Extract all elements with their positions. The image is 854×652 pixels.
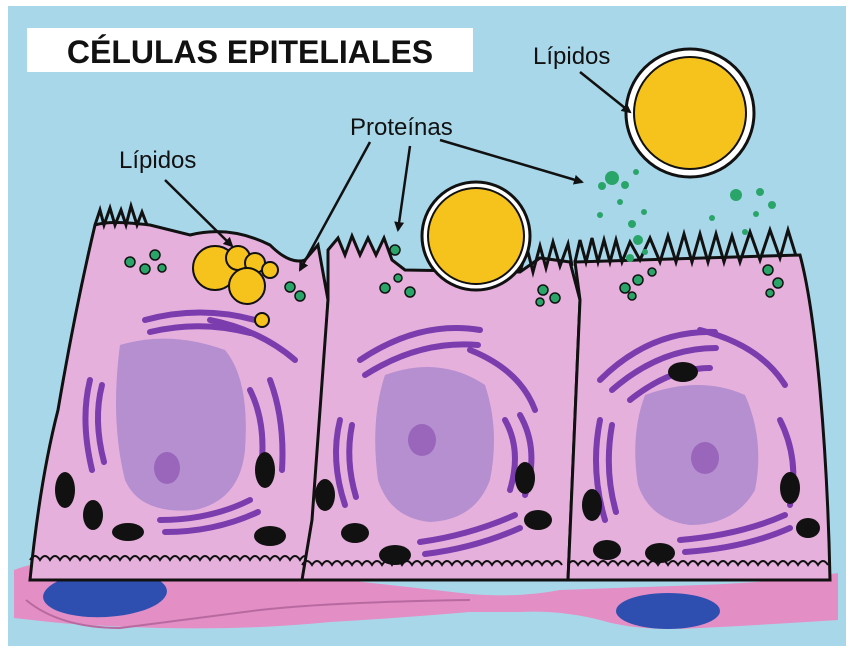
- diagram-title: CÉLULAS EPITELIALES: [67, 34, 433, 70]
- label-lipidos-right: Lípidos: [533, 43, 610, 70]
- nucleolus-left: [154, 452, 180, 484]
- secreted-lipid-middle: [422, 182, 530, 290]
- secreted-lipid-top: [626, 49, 754, 177]
- basal-nucleus-right: [616, 593, 720, 629]
- nucleolus-right: [691, 442, 719, 474]
- right-cell: [568, 230, 830, 580]
- title-box: CÉLULAS EPITELIALES: [27, 28, 473, 72]
- label-lipidos-left: Lípidos: [119, 147, 196, 174]
- label-proteinas: Proteínas: [350, 114, 453, 141]
- nucleus-left: [116, 339, 246, 511]
- nucleolus-middle: [408, 424, 436, 456]
